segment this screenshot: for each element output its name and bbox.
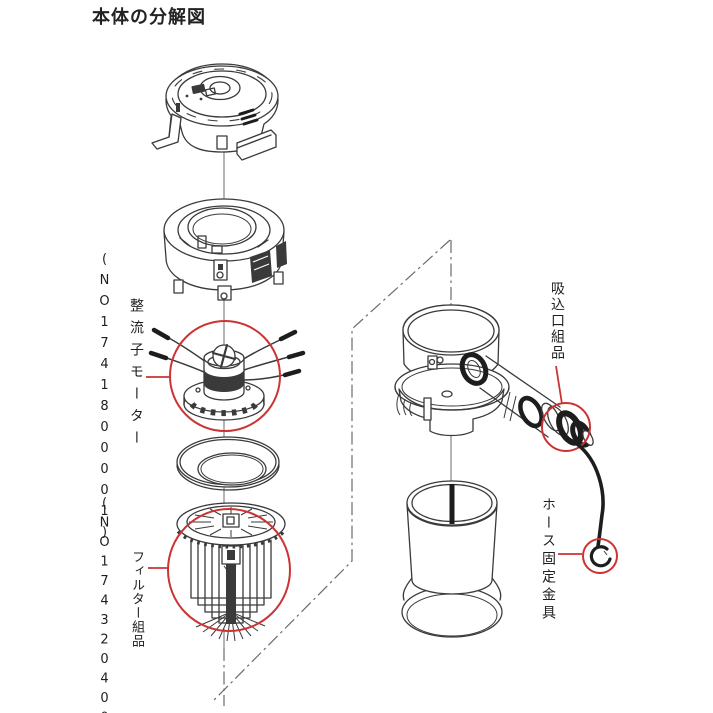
tank-head-assembly [394,304,510,437]
housing-foot [273,271,284,285]
motor-housing [163,198,287,301]
filter-label: フィルター組品 [129,550,144,648]
container [401,480,503,638]
cap-latch-left [151,113,182,150]
suction-leader-line [555,365,563,405]
filter-assembly [176,502,286,642]
suction-inlet-label: 吸込口組品 [549,281,565,361]
suction-annotation-circle [541,402,591,452]
motor-head-assembly [151,63,279,161]
commutator-motor [148,327,306,421]
hose [575,442,605,548]
filter-part-number: (NO1743204000) [97,496,112,713]
motor-label: 整流子モーター [128,298,144,452]
section-plane-line [213,239,451,701]
page-title: 本体の分解図 [92,7,206,28]
motor-part-number: (NO1741800001) [97,252,112,546]
housing-foot [173,279,184,294]
motor-annotation-circle [169,320,281,432]
filter-annotation-circle [167,508,291,632]
gasket-ring [176,436,280,491]
hose-clamp-annotation-circle [582,538,618,574]
hose-clamp-label: ホース固定金具 [540,497,556,623]
hose-clamp [589,545,612,568]
suction-inlet-fitting [479,355,594,448]
